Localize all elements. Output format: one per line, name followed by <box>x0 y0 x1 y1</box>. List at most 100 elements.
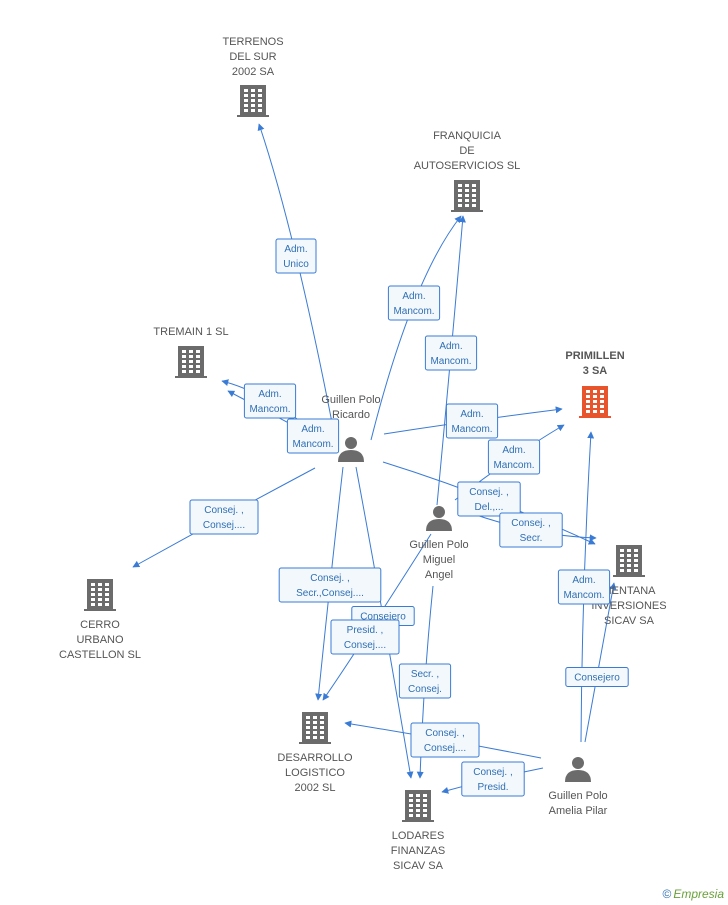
edge-label-box <box>286 418 340 454</box>
node-label: LOGISTICO <box>285 767 345 779</box>
node-label: Guillen Polo <box>548 790 607 802</box>
edge-label-text: Consej. , <box>310 573 349 584</box>
edge-label-text: Consej. , <box>469 487 508 498</box>
edge-label-text: Consej. , <box>204 505 243 516</box>
edge-label-text: Mancom. <box>249 404 290 415</box>
edge-label-box <box>278 567 382 603</box>
building-icon <box>579 386 611 418</box>
building-icon <box>451 180 483 212</box>
edge-label[interactable]: Consej. ,Secr. <box>499 512 563 548</box>
edge-label-box <box>565 667 629 687</box>
edge-label-text: Consej.... <box>424 743 466 754</box>
building-icon <box>299 712 331 744</box>
edge-label-text: Mancom. <box>292 439 333 450</box>
node-mentana[interactable]: MENTANA INVERSIONES SICAV SA <box>591 545 667 627</box>
node-label: DEL SUR <box>229 51 276 63</box>
edge-label-text: Adm. <box>301 424 324 435</box>
edge-label-box <box>424 335 478 371</box>
edge-label-text: Consejero <box>574 673 620 684</box>
node-label: SICAV SA <box>604 615 655 627</box>
node-label: INVERSIONES <box>591 600 666 612</box>
node-label: CERRO <box>80 619 120 631</box>
edge-label-text: Adm. <box>439 341 462 352</box>
node-label: Angel <box>425 569 453 581</box>
node-label: TERRENOS <box>222 36 283 48</box>
edge-label-text: Secr. , <box>411 669 439 680</box>
edge-label-box <box>243 383 297 419</box>
edge-label-text: Consej. <box>408 684 442 695</box>
node-label: Ricardo <box>332 409 370 421</box>
edge-label-text: Adm. <box>460 409 483 420</box>
edge-label[interactable]: Secr. , Consej. <box>398 663 452 699</box>
node-label: SICAV SA <box>393 860 444 872</box>
edge-label-box <box>499 512 563 548</box>
edges-layer <box>132 123 617 794</box>
edge-label-text: Adm. <box>572 575 595 586</box>
building-icon <box>175 346 207 378</box>
edge-label[interactable]: Adm.Mancom. <box>424 335 478 371</box>
edge-label[interactable]: Adm.Unico <box>275 238 317 274</box>
edge-label-text: Consej. , <box>425 728 464 739</box>
node-label: 3 SA <box>583 365 608 377</box>
edge-label-box <box>410 722 480 758</box>
node-label: URBANO <box>76 634 124 646</box>
building-icon <box>84 579 116 611</box>
edge-label-text: Mancom. <box>451 424 492 435</box>
edge-label-text: Adm. <box>402 291 425 302</box>
edge-label[interactable]: Consej. , Del.,... <box>457 481 521 517</box>
edge-label[interactable]: Consejero <box>565 667 629 687</box>
building-icon <box>237 85 269 117</box>
edge-label[interactable]: Presid. ,Consej.... <box>330 619 400 655</box>
edge-label[interactable]: Adm. Mancom. <box>557 569 611 605</box>
node-label: TREMAIN 1 SL <box>153 326 228 338</box>
edge-label-box <box>189 499 259 535</box>
building-icon <box>402 790 434 822</box>
edge-label-text: Adm. <box>502 445 525 456</box>
person-icon <box>565 757 591 782</box>
edge-label-text: Presid. <box>477 782 508 793</box>
edge-label-box <box>387 285 441 321</box>
node-label: Amelia Pilar <box>549 805 608 817</box>
person-icon <box>426 506 452 531</box>
edge-label[interactable]: Consej. , Consej.... <box>410 722 480 758</box>
edge-label-text: Consejero <box>360 612 406 623</box>
node-label: CASTELLON SL <box>59 649 141 661</box>
edge-label-text: Consej.... <box>344 640 386 651</box>
edge-labels-layer: Adm.UnicoAdm.Mancom.Adm.Mancom.Adm.Manco… <box>189 238 629 797</box>
edge-label[interactable]: Adm. Mancom. <box>487 439 541 475</box>
edge-label-text: Consej. , <box>511 518 550 529</box>
edge-label-text: Adm. <box>284 244 307 255</box>
edge-label-box <box>398 663 452 699</box>
edge-label[interactable]: Adm. Mancom. <box>445 403 499 439</box>
edge-label[interactable]: Adm. Mancom. <box>286 418 340 454</box>
edge-label-box <box>461 761 525 797</box>
node-label: MENTANA <box>603 585 657 597</box>
node-tremain[interactable]: TREMAIN 1 SL <box>153 326 229 378</box>
edge-label[interactable]: Adm. Mancom. <box>243 383 297 419</box>
edge-label-text: Mancom. <box>493 460 534 471</box>
edge-label-text: Mancom. <box>563 590 604 601</box>
edge-label-text: Secr.,Consej.... <box>296 588 364 599</box>
edge-label-text: Del.,... <box>475 502 504 513</box>
copyright-symbol: © <box>662 887 672 901</box>
edge-label-text: Adm. <box>258 389 281 400</box>
watermark: ©Empresia <box>662 887 724 901</box>
edge-label[interactable]: Adm.Mancom. <box>387 285 441 321</box>
edge-label[interactable]: Consej. , Consej.... <box>189 499 259 535</box>
node-cerro[interactable]: CERRO URBANO CASTELLON SL <box>59 579 141 661</box>
edge-label-text: Consej. , <box>473 767 512 778</box>
edge-label[interactable]: Consej. , Secr.,Consej.... <box>278 567 382 603</box>
edge-label[interactable]: Consej. , Presid. <box>461 761 525 797</box>
person-icon <box>338 437 364 462</box>
edge-label-text: Consej.... <box>203 520 245 531</box>
node-label: DE <box>459 145 474 157</box>
